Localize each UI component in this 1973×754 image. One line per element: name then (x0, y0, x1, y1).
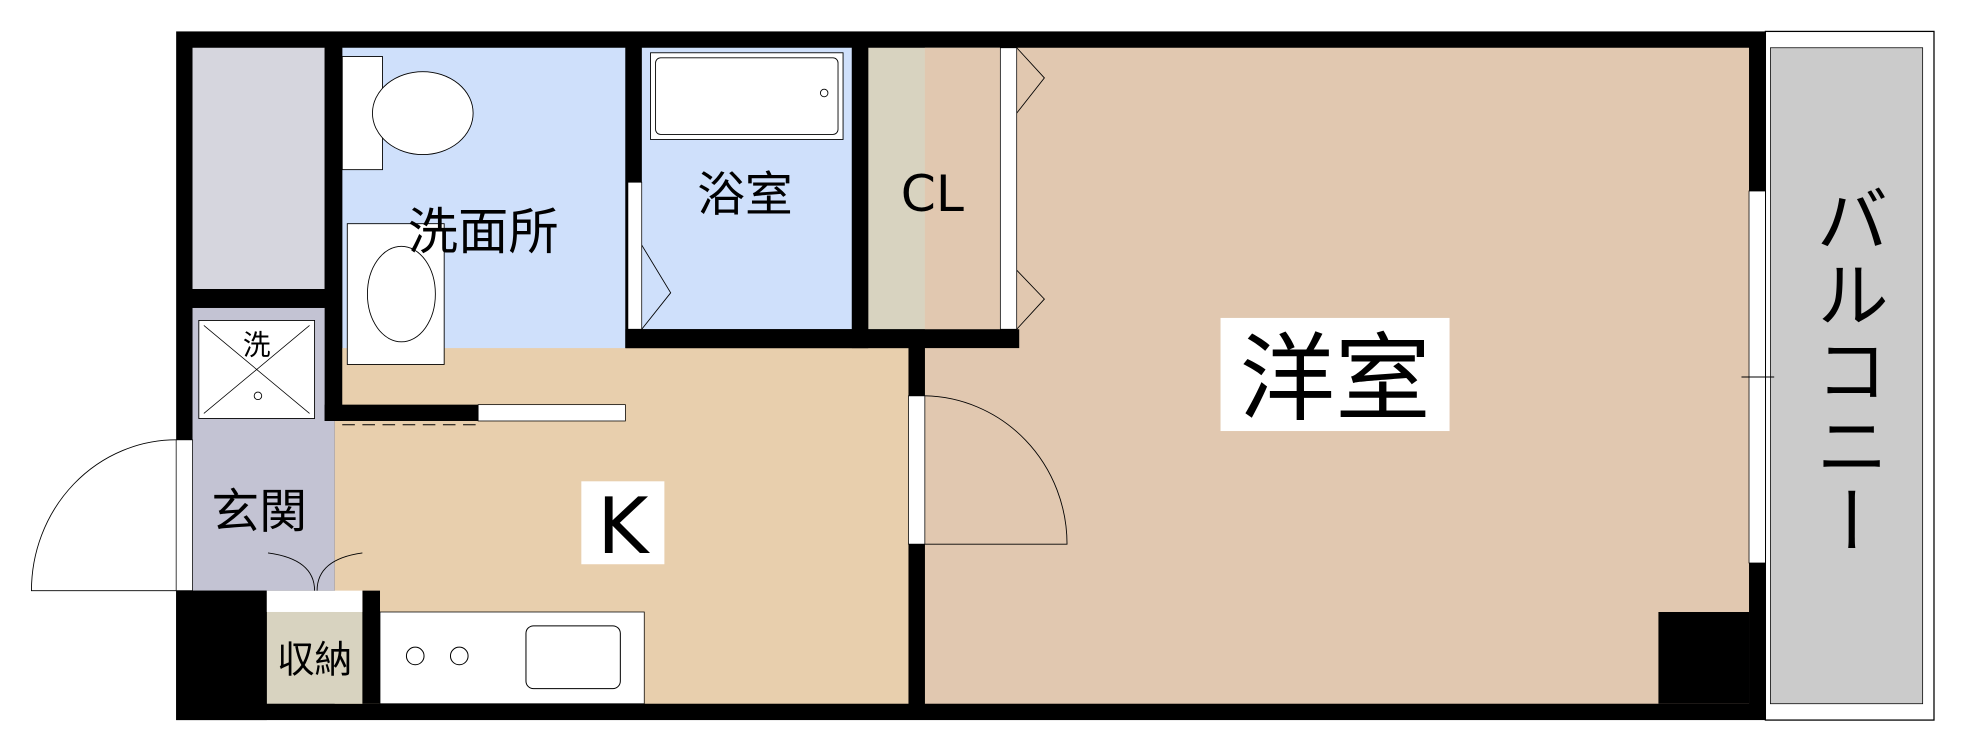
washer-label: 洗 (243, 328, 271, 361)
balcony-area (1770, 47, 1924, 705)
wall (625, 329, 1020, 349)
entrance-door[interactable] (175, 439, 193, 592)
stove-burner-icon (405, 646, 425, 666)
toilet-bowl-icon (372, 71, 474, 156)
label-bathroom: 浴室 (697, 168, 793, 223)
folding-door-icon (1016, 47, 1045, 114)
label-storage: 収納 (277, 637, 353, 681)
stove-burner-icon (449, 646, 469, 666)
washroom-door[interactable] (477, 404, 626, 422)
drain-icon (819, 88, 829, 98)
label-kitchen: K (597, 482, 650, 572)
wall (324, 47, 343, 421)
label-western-room: 洋室 (1239, 323, 1430, 435)
storage-gray-area (192, 47, 325, 290)
wall (192, 289, 325, 308)
label-balcony: バルコニー (1803, 182, 1888, 559)
wall (176, 590, 267, 721)
storage-door[interactable] (266, 590, 363, 612)
folding-door-icon (1016, 269, 1045, 330)
sink-icon (366, 245, 436, 343)
wall (324, 404, 479, 421)
label-bg (581, 481, 665, 565)
pillar (1658, 611, 1750, 704)
washer-cross-icon (203, 325, 310, 414)
storage-door-swing-icon (267, 552, 363, 591)
closet-door[interactable] (999, 47, 1018, 330)
washer-drain-icon (253, 391, 263, 401)
wall (851, 47, 869, 349)
storage-area (266, 611, 363, 704)
bathtub-inner (655, 57, 839, 135)
kitchen-sink-icon (525, 625, 621, 690)
label-closet: CL (901, 164, 964, 223)
entrance-door-swing-icon (31, 439, 177, 592)
door-swing-icon (924, 395, 1068, 545)
bathroom-door[interactable] (627, 181, 643, 330)
room-door[interactable] (908, 395, 926, 545)
wall (362, 590, 381, 704)
folding-door-icon (641, 244, 672, 330)
label-entrance: 玄関 (211, 485, 307, 540)
label-bg (1220, 317, 1450, 432)
label-washroom: 洗面所 (408, 202, 559, 261)
